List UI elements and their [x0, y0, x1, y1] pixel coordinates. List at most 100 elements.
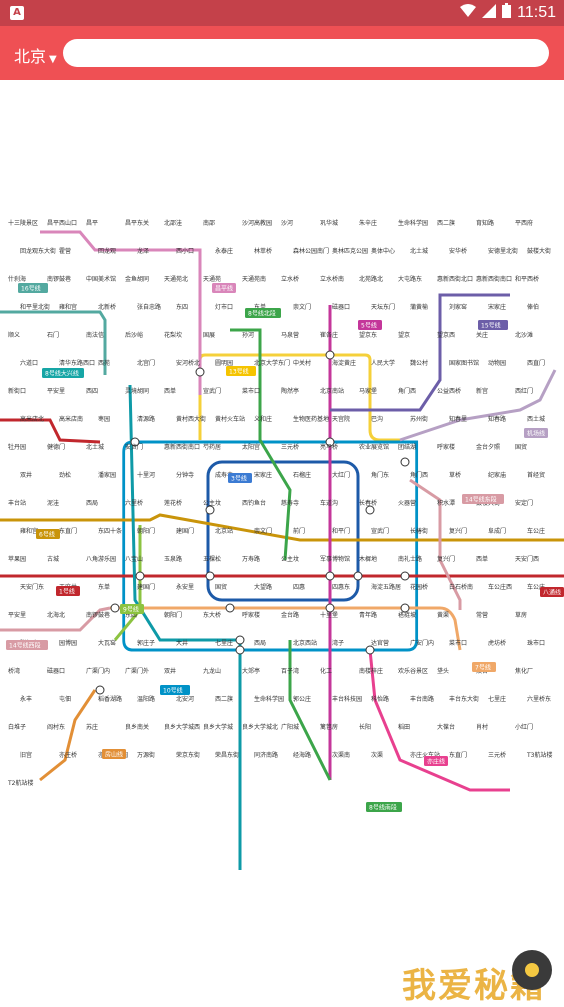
station-label[interactable]: 亮马桥	[320, 443, 338, 451]
station-label[interactable]: 双井	[164, 667, 176, 675]
station-label[interactable]: 北安河	[176, 695, 194, 703]
station-label[interactable]: 回龙观东大街	[20, 247, 56, 255]
station-label[interactable]: 石榴庄	[293, 471, 311, 479]
interchange-dongzhimen[interactable]	[365, 505, 375, 515]
station-label[interactable]: 万寿路	[242, 555, 260, 563]
station-label[interactable]: 安定门	[515, 499, 533, 507]
line-tag[interactable]: 13号线	[226, 366, 256, 376]
station-label[interactable]: 湾子	[332, 639, 344, 647]
station-label[interactable]: 中关村	[293, 359, 311, 367]
station-label[interactable]: 万源街	[137, 751, 155, 759]
line-tag[interactable]: 8号线南段	[366, 802, 402, 812]
station-label[interactable]: 慈寿寺	[281, 499, 299, 507]
station-label[interactable]: 知春里	[449, 415, 467, 423]
station-label[interactable]: 稻香湖路	[98, 695, 122, 703]
line-tag[interactable]: 10号线	[160, 685, 190, 695]
station-label[interactable]: 垡头	[437, 667, 449, 675]
station-label[interactable]: 成寿寺	[215, 471, 233, 479]
station-label[interactable]: 安河桥北	[176, 359, 200, 367]
station-label[interactable]: 经海路	[293, 751, 311, 759]
station-label[interactable]: 马泉营	[281, 331, 299, 339]
station-label[interactable]: 高米店北	[20, 415, 44, 423]
station-label[interactable]: 北宫门	[137, 359, 155, 367]
station-label[interactable]: 巩华城	[320, 219, 338, 227]
station-label[interactable]: 崔各庄	[320, 331, 338, 339]
station-label[interactable]: 崇文门	[293, 303, 311, 311]
station-label[interactable]: 磁器口	[47, 667, 65, 675]
line-tag[interactable]: 14号线东段	[462, 494, 504, 504]
station-label[interactable]: 魏公村	[410, 359, 428, 367]
station-label[interactable]: 郭公庄	[293, 695, 311, 703]
station-label[interactable]: 百子湾	[281, 667, 299, 675]
station-label[interactable]: 九龙山	[203, 667, 221, 675]
station-label[interactable]: 顺义	[8, 332, 20, 339]
station-label[interactable]: 北京大学东门	[254, 359, 290, 367]
station-label[interactable]: 新街口	[8, 387, 26, 395]
station-label[interactable]: 安贞门	[125, 443, 143, 451]
station-label[interactable]: 丰台站	[8, 499, 26, 507]
interchange-beijingnan[interactable]	[235, 635, 245, 645]
station-label[interactable]: 四惠东	[332, 583, 350, 591]
station-label[interactable]: 阜成门	[488, 527, 506, 535]
city-selector[interactable]: 北京▼	[14, 43, 57, 67]
station-label[interactable]: 灯市口	[215, 303, 233, 311]
station-label[interactable]: 奥体中心	[371, 247, 395, 255]
line-tag[interactable]: 6号线	[36, 529, 60, 539]
station-label[interactable]: 公主坟	[203, 499, 221, 507]
station-label[interactable]: 角门西	[398, 387, 416, 395]
station-label[interactable]: 平西府	[515, 219, 533, 227]
station-label[interactable]: 动物园	[488, 359, 506, 367]
station-label[interactable]: 潘家园	[98, 471, 116, 479]
station-label[interactable]: 长春桥	[359, 499, 377, 507]
station-label[interactable]: 军事博物馆	[320, 555, 350, 563]
station-label[interactable]: 林萃桥	[254, 247, 272, 255]
interchange-xizhimen[interactable]	[205, 505, 215, 515]
station-label[interactable]: 青年路	[359, 611, 377, 619]
station-label[interactable]: 北土城	[410, 247, 428, 255]
station-label[interactable]: 望京东	[359, 331, 377, 339]
station-label[interactable]: 望京	[398, 331, 410, 339]
station-label[interactable]: 七里庄	[488, 695, 506, 703]
station-label[interactable]: 南锣鼓巷	[86, 611, 110, 619]
station-label[interactable]: 和平门	[332, 527, 350, 535]
station-label[interactable]: 积水潭	[437, 499, 455, 507]
station-label[interactable]: 宣武门	[371, 527, 389, 535]
station-label[interactable]: 菜市口	[242, 387, 260, 395]
station-label[interactable]: 雍和宫	[59, 303, 77, 311]
search-input[interactable]	[63, 39, 549, 67]
station-label[interactable]: 天通苑北	[164, 275, 188, 283]
station-label[interactable]: 健德门	[47, 443, 65, 451]
station-label[interactable]: 草房	[515, 611, 527, 619]
station-label[interactable]: 立水桥	[281, 275, 299, 283]
station-label[interactable]: 六里桥东	[527, 695, 551, 703]
station-label[interactable]: 南邵	[203, 219, 215, 227]
station-label[interactable]: 十三陵景区	[8, 219, 38, 227]
station-label[interactable]: 海淀五路居	[371, 583, 401, 591]
station-label[interactable]: 清华东路西口	[59, 359, 95, 367]
station-label[interactable]: 桥湾	[8, 667, 20, 675]
station-label[interactable]: 良乡南关	[125, 723, 149, 731]
station-label[interactable]: 西红门	[515, 387, 533, 395]
station-label[interactable]: 车公庄	[527, 583, 545, 591]
station-label[interactable]: 长椿街	[410, 527, 428, 535]
station-label[interactable]: 海淀黄庄	[332, 359, 356, 367]
station-label[interactable]: 俸伯	[527, 303, 539, 311]
station-label[interactable]: 天坛东门	[371, 303, 395, 311]
interchange-liuliqiao[interactable]	[110, 603, 120, 613]
station-label[interactable]: 长阳	[359, 723, 371, 731]
station-label[interactable]: 永丰	[20, 695, 32, 703]
station-label[interactable]: 生命科学园	[398, 219, 428, 227]
line-tag[interactable]: 八通线	[540, 587, 564, 597]
station-label[interactable]: 广安门内	[410, 639, 434, 647]
station-label[interactable]: 车公庄西	[488, 583, 512, 591]
station-label[interactable]: 安德里北街	[488, 247, 518, 255]
station-label[interactable]: 北沙滩	[515, 331, 533, 339]
station-label[interactable]: 崇文门	[254, 527, 272, 535]
station-label[interactable]: 新宫	[476, 387, 488, 395]
line-tag[interactable]: 机场线	[524, 428, 548, 438]
line-tag[interactable]: 7号线	[472, 662, 496, 672]
station-label[interactable]: 大瓦窑	[98, 639, 116, 647]
station-label[interactable]: 广渠门内	[86, 667, 110, 675]
station-label[interactable]: 复兴门	[437, 555, 455, 563]
station-label[interactable]: 良乡大学城西	[164, 723, 200, 731]
